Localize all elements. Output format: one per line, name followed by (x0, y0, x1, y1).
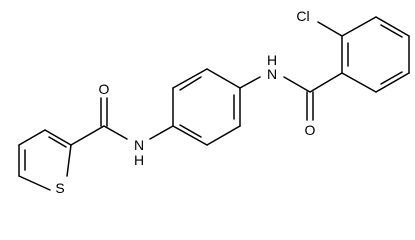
sulfur-label: S (55, 180, 64, 196)
ring-carbonyl-bond (309, 72, 343, 93)
c-cl-bond (317, 21, 343, 37)
oxygen-label-thiophene: O (99, 81, 110, 97)
phenylene-ring (172, 68, 241, 146)
carbonyl-thiophene-bond (70, 125, 105, 146)
c-n-bond-benzoyl (283, 76, 311, 93)
oxygen-label-benzoyl: O (305, 122, 316, 138)
chlorophenyl-ring (341, 16, 410, 93)
hydrogen-label-benzoyl: H (267, 52, 277, 68)
n-aryl-bond-benzoyl (239, 76, 261, 89)
hydrogen-label-thiophene: H (134, 152, 144, 168)
aryl-n-bond-thiophene (149, 125, 174, 140)
chlorine-label: Cl (296, 8, 309, 24)
structure-diagram: Cl O H N N H O S (18, 8, 410, 196)
thiophene-ring (18, 129, 72, 191)
nitrogen-label-thiophene: N (134, 137, 144, 153)
nitrogen-label-benzoyl: N (267, 66, 277, 82)
molecule-drawing: Cl O H N N H O S (18, 8, 410, 196)
n-c-bond-thiophene (103, 125, 128, 140)
